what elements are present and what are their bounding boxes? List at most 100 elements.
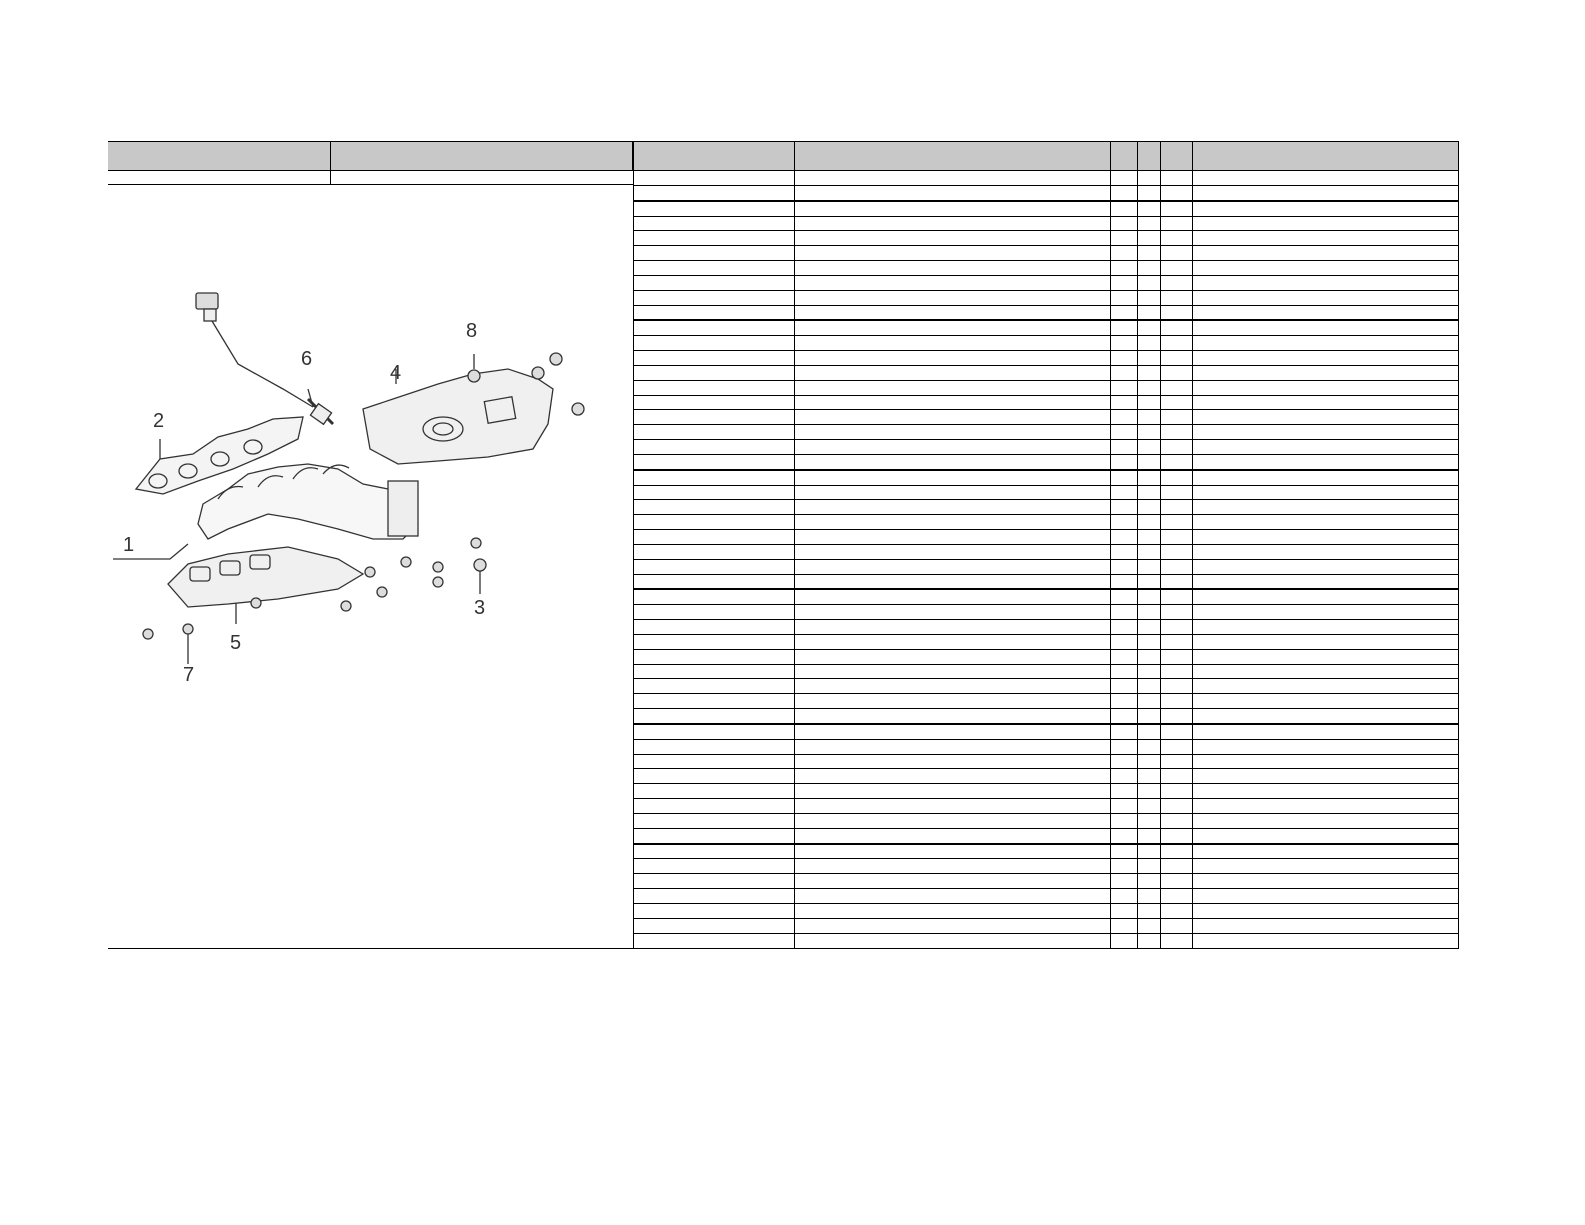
table-cell <box>1192 424 1459 441</box>
table-cell <box>794 514 1111 531</box>
table-row <box>633 185 1459 202</box>
table-cell <box>794 529 1111 545</box>
table-cell <box>794 395 1111 411</box>
table-cell <box>1110 918 1138 934</box>
table-cell <box>794 365 1111 381</box>
table-cell <box>1137 395 1161 411</box>
table-cell <box>633 469 795 486</box>
table-cell <box>1192 395 1459 411</box>
table-cell <box>1137 574 1161 591</box>
table-cell <box>1160 589 1193 606</box>
table-row <box>633 858 1459 875</box>
header-cell-col-4 <box>1137 141 1161 171</box>
table-cell <box>633 828 795 845</box>
table-cell <box>1160 170 1193 186</box>
exploded-view-svg: 1 2 3 4 5 6 7 8 <box>113 292 585 686</box>
table-row <box>633 245 1459 262</box>
table-cell <box>1160 783 1193 800</box>
table-cell <box>1110 708 1138 725</box>
table-cell <box>1192 320 1459 337</box>
table-cell <box>794 454 1111 471</box>
table-cell <box>794 335 1111 352</box>
table-cell <box>1110 395 1138 411</box>
table-cell <box>794 260 1111 276</box>
table-cell <box>1110 604 1138 621</box>
table-row <box>633 604 1459 621</box>
table-cell <box>1192 828 1459 845</box>
table-cell <box>794 574 1111 591</box>
table-cell <box>1137 843 1161 860</box>
header-cell-remarks <box>1192 141 1459 171</box>
table-row <box>633 485 1459 501</box>
table-cell <box>1137 469 1161 486</box>
table-row <box>633 739 1459 755</box>
table-cell <box>633 216 795 232</box>
table-cell <box>1137 305 1161 322</box>
table-cell <box>1192 918 1459 934</box>
table-cell <box>794 245 1111 262</box>
table-cell <box>1110 559 1138 575</box>
header-cell-description <box>794 141 1111 171</box>
table-cell <box>1192 335 1459 352</box>
table-cell <box>794 918 1111 934</box>
table-cell <box>1160 245 1193 262</box>
table-cell <box>633 185 795 202</box>
table-cell <box>794 380 1111 396</box>
table-cell <box>794 858 1111 875</box>
table-cell <box>794 933 1111 950</box>
parts-table-body <box>633 170 1459 950</box>
upper-heat-shield-shape <box>362 368 554 465</box>
table-cell <box>633 275 795 291</box>
table-cell <box>1160 290 1193 306</box>
table-cell <box>1137 439 1161 455</box>
table-row <box>633 529 1459 545</box>
table-cell <box>794 559 1111 575</box>
table-cell <box>1110 574 1138 591</box>
table-cell <box>1160 544 1193 560</box>
table-cell <box>1192 454 1459 471</box>
table-cell <box>1110 290 1138 306</box>
table-cell <box>794 290 1111 306</box>
table-cell <box>633 589 795 606</box>
table-cell <box>1137 589 1161 606</box>
table-cell <box>1110 216 1138 232</box>
table-cell <box>1192 798 1459 814</box>
callout-1: 1 <box>123 534 134 556</box>
table-cell <box>1137 604 1161 621</box>
table-cell <box>1137 888 1161 904</box>
table-cell <box>1137 693 1161 710</box>
table-cell <box>1192 888 1459 904</box>
table-cell <box>633 260 795 276</box>
table-cell <box>1110 739 1138 755</box>
table-row <box>633 828 1459 845</box>
table-cell <box>1160 365 1193 381</box>
table-cell <box>1137 514 1161 531</box>
exhaust-manifold-exploded-diagram: 1 2 3 4 5 6 7 8 <box>108 289 593 699</box>
table-cell <box>1160 708 1193 725</box>
table-cell <box>1137 664 1161 680</box>
table-cell <box>1160 604 1193 621</box>
table-cell <box>1192 873 1459 890</box>
table-cell <box>633 813 795 829</box>
table-cell <box>1160 888 1193 904</box>
table-row <box>633 454 1459 471</box>
table-row <box>633 754 1459 770</box>
table-cell <box>633 903 795 919</box>
table-cell <box>1110 320 1138 337</box>
table-row <box>633 619 1459 635</box>
table-row <box>633 559 1459 575</box>
table-cell <box>1192 664 1459 680</box>
table-cell <box>1192 544 1459 560</box>
table-cell <box>1137 185 1161 202</box>
header-cell-part-number <box>633 141 795 171</box>
parts-page: 1 2 3 4 5 6 7 8 <box>108 141 1459 950</box>
table-cell <box>633 664 795 680</box>
table-row <box>633 424 1459 441</box>
left-header-cell-1 <box>108 142 331 170</box>
table-cell <box>794 424 1111 441</box>
table-cell <box>633 395 795 411</box>
table-cell <box>1137 649 1161 665</box>
table-cell <box>794 305 1111 322</box>
bottom-rule <box>108 948 1458 949</box>
table-cell <box>633 200 795 217</box>
